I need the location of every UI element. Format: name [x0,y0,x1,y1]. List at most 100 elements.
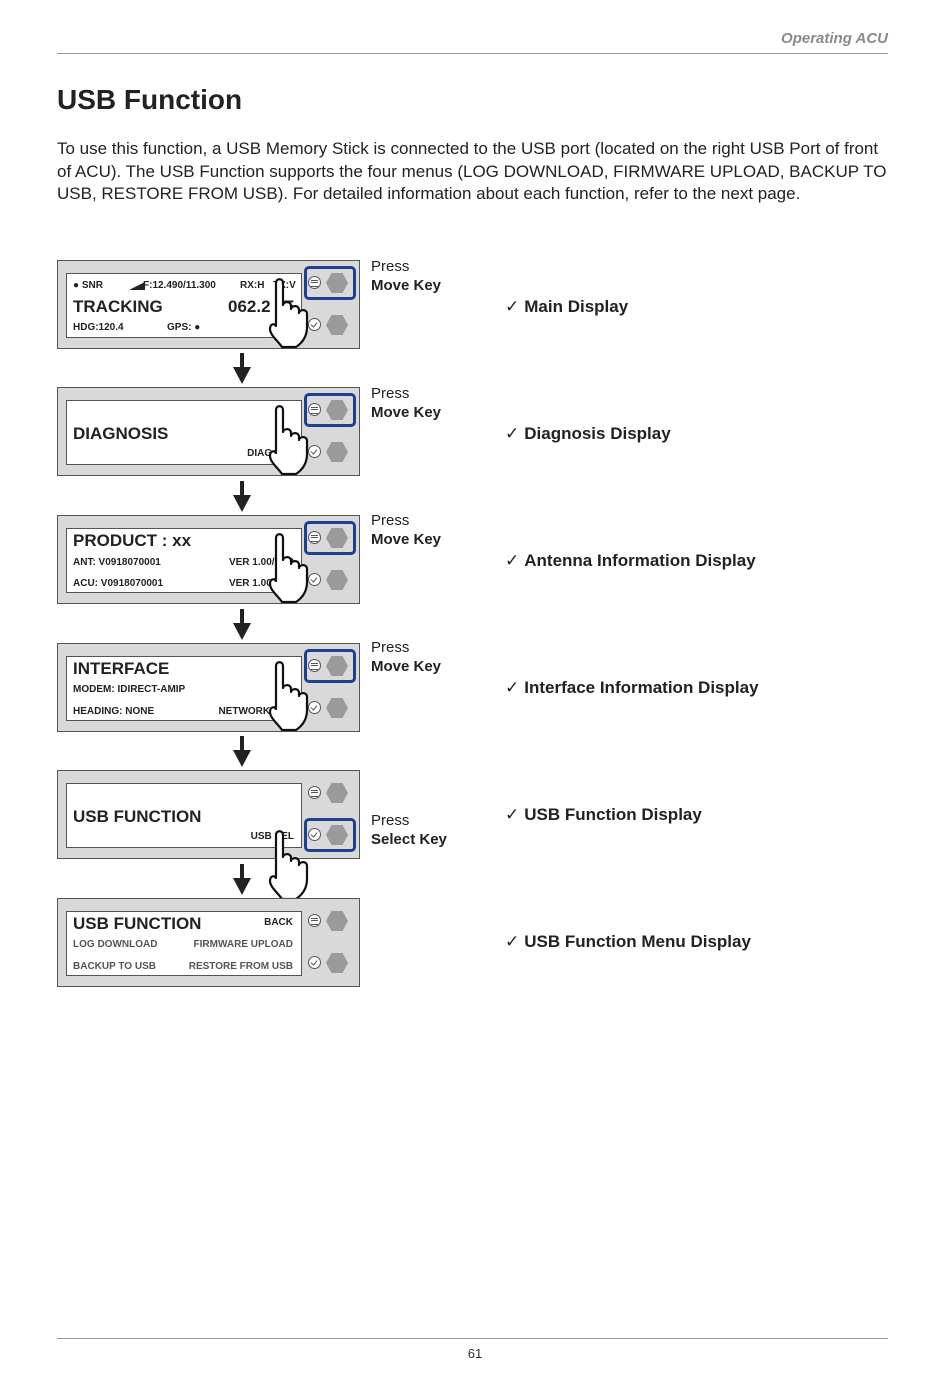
heading-value: HDG:120.4 [73,322,124,333]
mode-text: TRACKING [73,297,163,316]
move-key-highlight [304,521,356,555]
menu-lines-icon [308,659,321,672]
instruction-2: Press Move Key [371,385,442,421]
move-key[interactable] [326,273,348,293]
select-key[interactable] [326,698,348,718]
page-title: USB Function [57,84,243,115]
checkmark-icon [308,701,321,714]
checkmark-icon [308,318,321,331]
usb-menu-title: USB FUNCTION [73,914,202,933]
lcd-screen: DIAGNOSIS DIAG ALL [66,400,302,465]
log-download-option[interactable]: LOG DOWNLOAD [73,939,158,950]
lcd-screen: INTERFACE MODEM: IDIRECT-AMIP HEADING: N… [66,656,302,721]
down-arrow-icon [233,609,251,640]
firmware-upload-option[interactable]: FIRMWARE UPLOAD [193,939,293,950]
interface-title: INTERFACE [73,659,170,678]
lcd-screen: USB FUNCTION USB SEL [66,783,302,848]
acu-panel-main: ● SNR F:12.490/11.300 RX:H TX:V TRACKING… [57,260,360,349]
key-column [304,771,359,858]
snr-indicator: ● SNR [73,280,103,291]
back-option[interactable]: BACK [264,917,293,928]
move-key[interactable] [326,656,348,676]
pointing-hand-icon [268,830,309,901]
acu-version: VER 1.00/1.00 [228,578,294,589]
pointing-hand-icon [268,278,309,349]
pointing-hand-icon [268,661,309,732]
backup-to-usb-option[interactable]: BACKUP TO USB [73,961,156,972]
usb-function-title: USB FUNCTION [73,807,202,826]
move-key-highlight [304,266,356,300]
move-key[interactable] [326,528,348,548]
pointing-hand-icon [268,533,309,604]
angle-value: 062.2 [228,297,271,316]
antenna-serial: ANT: V0918070001 [73,557,161,568]
key-column [304,261,359,348]
menu-lines-icon [308,786,321,799]
checkmark-icon [308,445,321,458]
key-column [304,899,359,986]
instruction-5: Press Select Key [371,812,447,848]
diagnosis-title: DIAGNOSIS [73,424,169,443]
page-number: 61 [467,1346,483,1361]
header-rule [57,53,888,54]
lcd-screen: PRODUCT : xx ANT: V0918070001 VER 1.00/1… [66,528,302,593]
move-key[interactable] [326,400,348,420]
pointing-hand-icon [268,405,309,476]
step-label-antenna: ✓Antenna Information Display [505,551,756,570]
acu-serial: ACU: V0918070001 [73,578,164,589]
select-key[interactable] [326,825,348,845]
tx-pol: TX:V [273,280,296,291]
frequency: F:12.490/11.300 [143,280,216,291]
move-key[interactable] [326,911,348,931]
instruction-3: Press Move Key [371,512,442,548]
checkmark-icon [308,573,321,586]
down-arrow-icon [233,736,251,767]
menu-lines-icon [308,531,321,544]
lcd-screen: USB FUNCTION BACK LOG DOWNLOAD FIRMWARE … [66,911,302,976]
network-value: NETWORK: 1-3- [218,706,294,717]
instruction-1: Press Move Key [371,258,442,294]
step-label-diagnosis: ✓Diagnosis Display [505,424,671,443]
select-key[interactable] [326,442,348,462]
move-key-highlight [304,649,356,683]
step-label-usb-function: ✓USB Function Display [505,805,702,824]
key-column [304,516,359,603]
gps-status: GPS: ● [167,322,201,333]
heading-type: HEADING: NONE [73,706,155,717]
select-key[interactable] [326,315,348,335]
acu-panel-product: PRODUCT : xx ANT: V0918070001 VER 1.00/1… [57,515,360,604]
lcd-screen: ● SNR F:12.490/11.300 RX:H TX:V TRACKING… [66,273,302,338]
menu-lines-icon [308,914,321,927]
down-arrow-icon [233,353,251,384]
usb-sel: USB SEL [250,831,294,842]
down-arrow-icon [233,481,251,512]
acu-panel-usb-function: USB FUNCTION USB SEL [57,770,360,859]
down-arrow-icon [233,864,251,895]
step-label-interface: ✓Interface Information Display [505,678,759,697]
select-key[interactable] [326,570,348,590]
product-title: PRODUCT : xx [73,531,192,550]
modem-type: MODEM: IDIRECT-AMIP [73,684,186,695]
section-header: Operating ACU [781,30,888,47]
select-key-highlight [304,818,356,852]
signal-bar-icon [129,282,145,290]
rx-pol: RX:H [240,280,265,291]
key-column [304,644,359,731]
restore-from-usb-option[interactable]: RESTORE FROM USB [188,961,293,972]
checkmark-icon [308,956,321,969]
instruction-4: Press Move Key [371,639,442,675]
footer-rule [57,1338,888,1339]
acu-panel-usb-menu: USB FUNCTION BACK LOG DOWNLOAD FIRMWARE … [57,898,360,987]
acu-panel-interface: INTERFACE MODEM: IDIRECT-AMIP HEADING: N… [57,643,360,732]
key-column [304,388,359,475]
move-key-highlight [304,393,356,427]
step-label-main: ✓Main Display [505,297,629,316]
menu-lines-icon [308,403,321,416]
checkmark-icon [308,828,321,841]
intro-paragraph: To use this function, a USB Memory Stick… [57,139,887,203]
select-key[interactable] [326,953,348,973]
move-key[interactable] [326,783,348,803]
step-label-usb-menu: ✓USB Function Menu Display [505,932,751,951]
menu-lines-icon [308,276,321,289]
antenna-version: VER 1.00/1.00 [228,557,294,568]
